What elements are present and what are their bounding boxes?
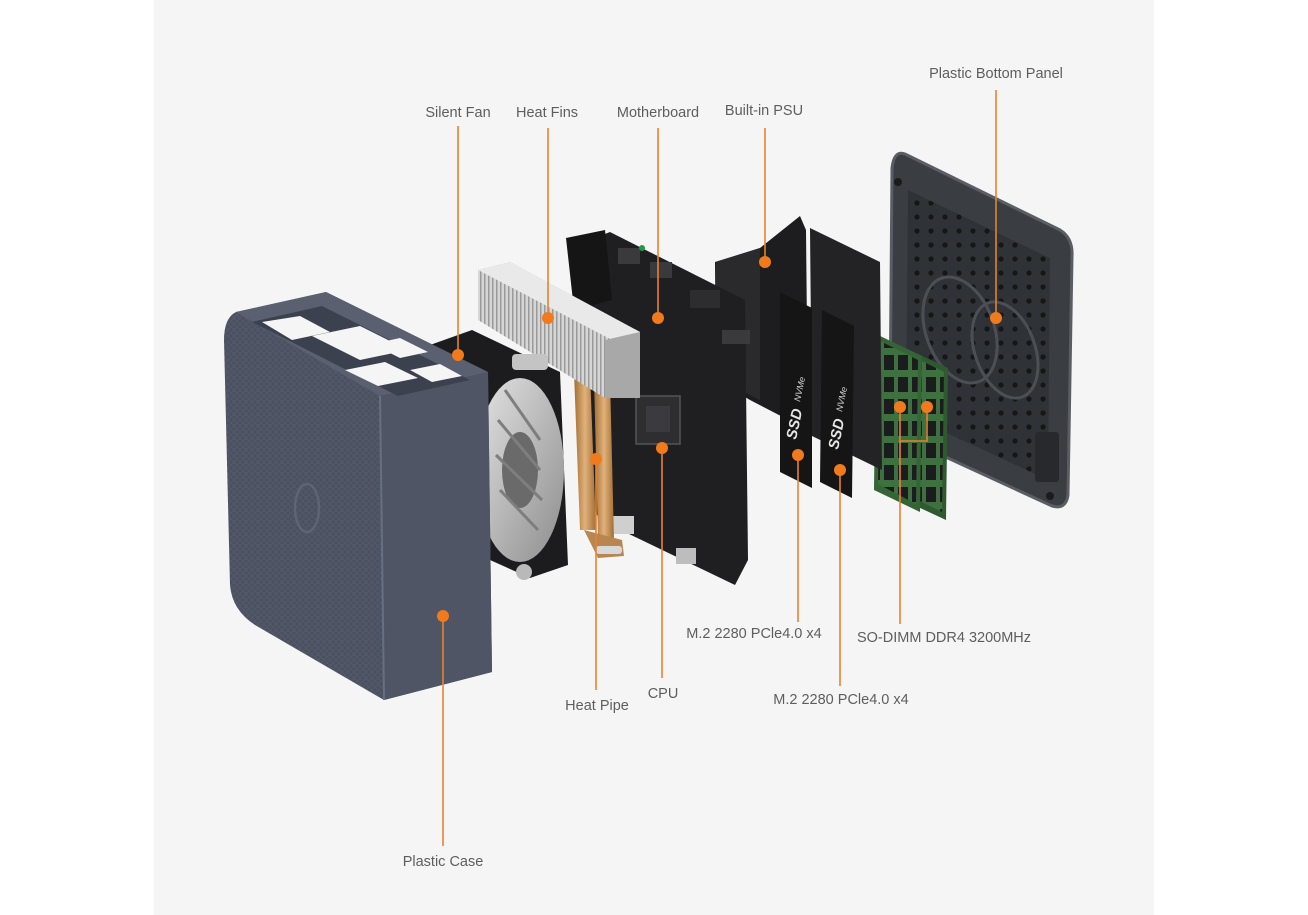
- dot-memory-2: [921, 401, 933, 413]
- dot-motherboard: [652, 312, 664, 324]
- dot-plastic-bottom-panel: [990, 312, 1002, 324]
- motherboard: [566, 230, 750, 585]
- ssd-sticks: SSD NVMe SSD NVMe: [780, 292, 854, 498]
- dot-heat-fins: [542, 312, 554, 324]
- label-motherboard: Motherboard: [617, 105, 699, 121]
- label-heat-pipe: Heat Pipe: [565, 698, 629, 714]
- dot-silent-fan: [452, 349, 464, 361]
- callouts: [437, 90, 1002, 846]
- label-plastic-case: Plastic Case: [403, 854, 484, 870]
- dot-built-in-psu: [759, 256, 771, 268]
- label-memory: SO-DIMM DDR4 3200MHz: [857, 630, 1031, 646]
- ssd-2-brand: SSD: [825, 417, 848, 451]
- dot-memory-1: [894, 401, 906, 413]
- dot-heat-pipe: [590, 453, 602, 465]
- label-plastic-bottom-panel: Plastic Bottom Panel: [929, 66, 1063, 82]
- plastic-case: [224, 292, 492, 701]
- label-heat-fins: Heat Fins: [516, 105, 578, 121]
- ram-modules: [874, 334, 948, 520]
- label-cpu: CPU: [648, 686, 679, 702]
- dot-ssd-1: [792, 449, 804, 461]
- ssd-1-brand: SSD: [783, 407, 806, 441]
- dot-cpu: [656, 442, 668, 454]
- label-ssd-2: M.2 2280 PCle4.0 x4: [773, 692, 908, 708]
- heat-pipe: [574, 372, 624, 558]
- dot-plastic-case: [437, 610, 449, 622]
- label-ssd-1: M.2 2280 PCle4.0 x4: [686, 626, 821, 642]
- labels: Plastic Bottom Panel Silent Fan Heat Fin…: [403, 66, 1063, 870]
- heat-fins: [478, 262, 640, 398]
- dot-ssd-2: [834, 464, 846, 476]
- label-built-in-psu: Built-in PSU: [725, 103, 803, 119]
- label-silent-fan: Silent Fan: [425, 105, 490, 121]
